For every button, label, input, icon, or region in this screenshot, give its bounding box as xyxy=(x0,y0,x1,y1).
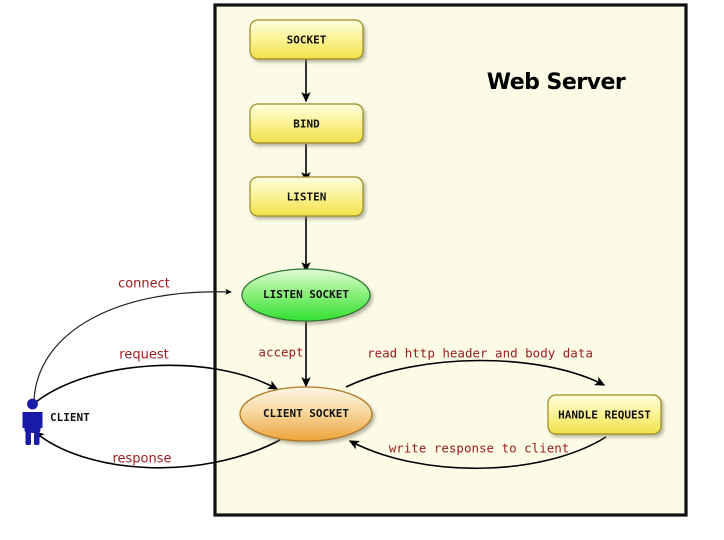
node-socket-shape[interactable] xyxy=(249,19,364,60)
node-client-socket[interactable]: CLIENT SOCKET xyxy=(239,386,373,442)
client-actor[interactable]: CLIENT xyxy=(22,398,91,445)
edge-group-client xyxy=(33,288,281,469)
edge-read-request xyxy=(345,359,606,388)
node-listen-label: LISTEN xyxy=(287,191,327,204)
page-title: Web Server xyxy=(487,70,626,95)
node-bind[interactable]: BIND xyxy=(249,103,364,144)
edge-label-read-request: read http header and body data xyxy=(367,346,593,361)
node-client-socket-label: CLIENT SOCKET xyxy=(263,407,349,420)
node-socket[interactable]: SOCKET xyxy=(249,19,364,60)
edge-label-response: response xyxy=(112,452,171,467)
node-handle-request-shape[interactable] xyxy=(547,394,662,435)
edge-response xyxy=(33,431,281,469)
node-listen-socket[interactable]: LISTEN SOCKET xyxy=(241,268,371,322)
edge-label-connect: connect xyxy=(118,277,170,292)
person-icon xyxy=(22,398,43,445)
edge-group-handler xyxy=(345,359,607,470)
edge-request xyxy=(35,364,279,403)
node-client-socket-shape[interactable] xyxy=(239,386,373,442)
node-bind-shape[interactable] xyxy=(249,103,364,144)
node-listen-socket-label: LISTEN SOCKET xyxy=(263,288,349,301)
node-listen[interactable]: LISTEN xyxy=(249,176,364,217)
node-bind-label: BIND xyxy=(293,118,320,131)
edge-label-group: connect request response accept read htt… xyxy=(112,277,592,467)
node-socket-label: SOCKET xyxy=(287,34,327,47)
edge-label-accept: accept xyxy=(258,345,303,360)
edge-label-request: request xyxy=(119,348,168,363)
client-actor-label: CLIENT xyxy=(50,411,90,424)
node-listen-shape[interactable] xyxy=(249,176,364,217)
edge-label-write-response: write response to client xyxy=(389,441,570,456)
node-handle-request[interactable]: HANDLE REQUEST xyxy=(547,394,662,435)
node-listen-socket-shape[interactable] xyxy=(241,268,371,322)
edge-write-response xyxy=(348,436,607,470)
node-handle-request-label: HANDLE REQUEST xyxy=(558,409,651,422)
edge-connect xyxy=(33,288,232,401)
